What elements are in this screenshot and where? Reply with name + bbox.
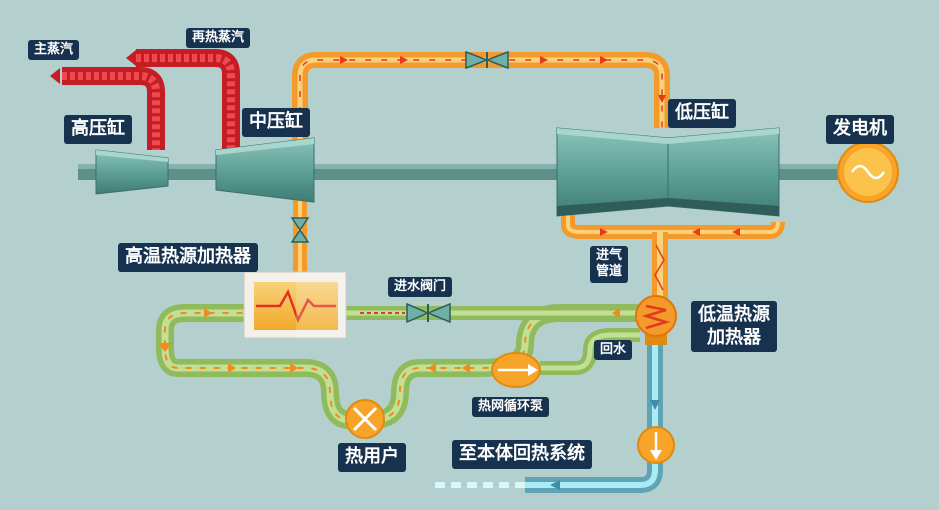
crossover-steam-pipe [292, 52, 670, 145]
ht-heater-icon [243, 271, 347, 339]
extraction-valve-icon[interactable] [290, 217, 310, 243]
steam-inlet-pipe-label: 进气 管道 [590, 246, 629, 283]
generator-label: 发电机 [826, 115, 894, 144]
reheat-steam-label: 再热蒸汽 [186, 28, 251, 49]
hp-cylinder [95, 149, 169, 195]
hp-cylinder-label: 高压缸 [64, 115, 132, 144]
return-water-pipe [430, 340, 663, 493]
ip-cylinder [215, 137, 315, 203]
to-regen-system-label: 至本体回热系统 [452, 440, 592, 469]
ht-heater-label: 高温热源加热器 [118, 243, 258, 272]
hot-water-loop [156, 304, 649, 429]
lt-heater-icon [635, 295, 677, 345]
circ-pump-label: 热网循环泵 [472, 397, 550, 418]
crossover-valve-icon[interactable] [465, 50, 509, 70]
inlet-valve-icon[interactable] [406, 302, 451, 324]
ip-cylinder-label: 中压缸 [242, 108, 310, 137]
return-water-label: 回水 [594, 340, 633, 361]
main-steam-label: 主蒸汽 [28, 40, 80, 61]
lp-cylinder [556, 127, 780, 217]
circulation-pump-icon[interactable] [491, 352, 541, 388]
main-steam-pipe [50, 67, 165, 150]
inlet-valve-label: 进水阀门 [388, 277, 453, 298]
lp-cylinder-label: 低压缸 [668, 99, 736, 128]
heat-user-icon [345, 399, 385, 439]
generator-icon [837, 141, 899, 203]
heat-user-label: 热用户 [338, 443, 406, 472]
lt-heater-label: 低温热源 加热器 [691, 301, 777, 352]
lp-exhaust-pipe [561, 215, 785, 300]
return-pump-icon[interactable] [637, 426, 675, 464]
reheat-steam-pipe [126, 49, 240, 150]
